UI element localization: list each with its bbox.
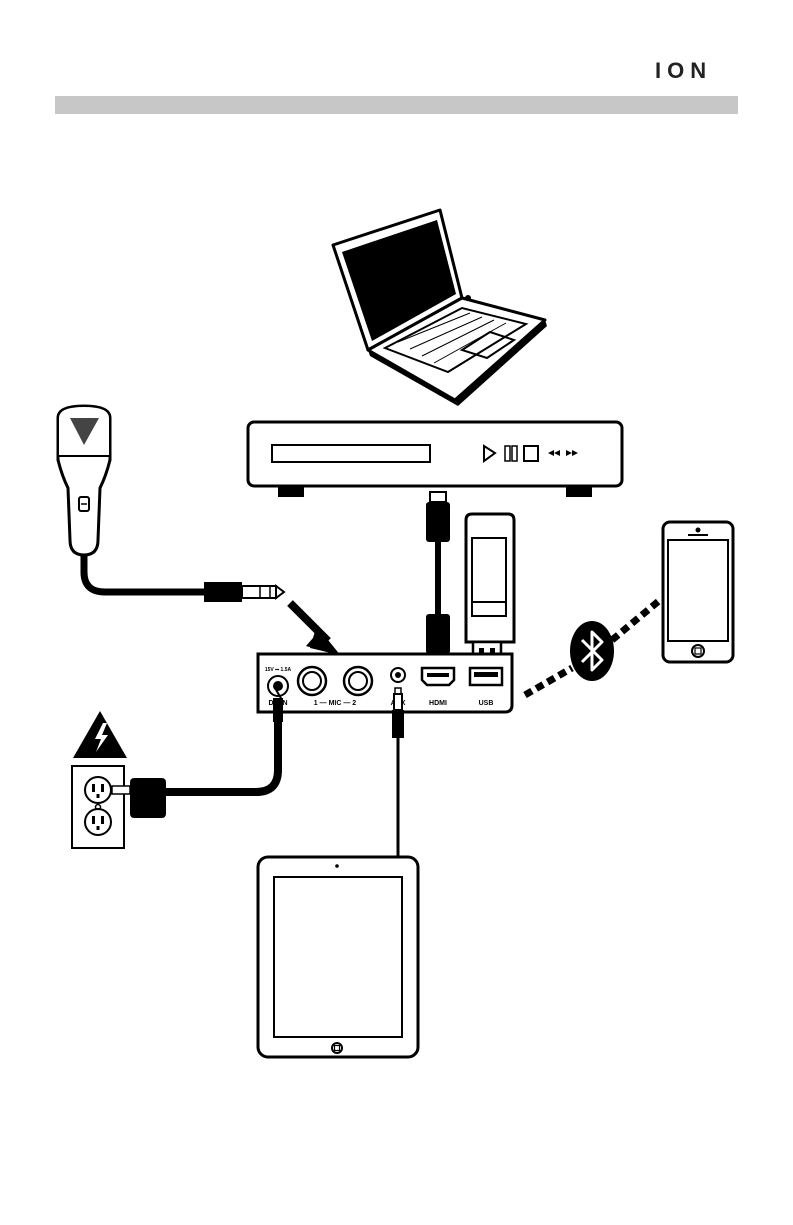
quarter-inch-plug-icon <box>204 582 242 602</box>
bluetooth-link <box>525 600 660 695</box>
wall-outlet-icon <box>72 766 130 848</box>
laptop-icon <box>333 210 547 406</box>
microphone-icon <box>58 406 110 555</box>
rear-panel: 15V ⎓ 1.5A DC IN 1 — MIC — 2 AUX HDMI US <box>258 654 512 712</box>
mic-input-2 <box>344 667 372 695</box>
media-player-icon <box>248 422 622 497</box>
smartphone-icon <box>663 522 733 662</box>
power-adapter-icon <box>130 778 166 818</box>
warning-icon <box>73 711 127 758</box>
aux-cable-icon <box>392 688 404 858</box>
mic-label: 1 — MIC — 2 <box>314 700 357 707</box>
usb-drive-icon <box>466 514 514 662</box>
arrow-icon <box>290 603 341 656</box>
aux-input <box>391 668 405 682</box>
usb-port <box>470 668 502 685</box>
hdmi-port <box>422 668 454 685</box>
usb-label: USB <box>479 700 494 707</box>
dc-spec-label: 15V ⎓ 1.5A <box>265 667 292 673</box>
bluetooth-icon <box>570 621 614 681</box>
tablet-icon <box>258 857 418 1057</box>
hdmi-label: HDMI <box>429 700 447 707</box>
hdmi-cable-icon <box>426 492 450 654</box>
mic-input-1 <box>298 667 326 695</box>
